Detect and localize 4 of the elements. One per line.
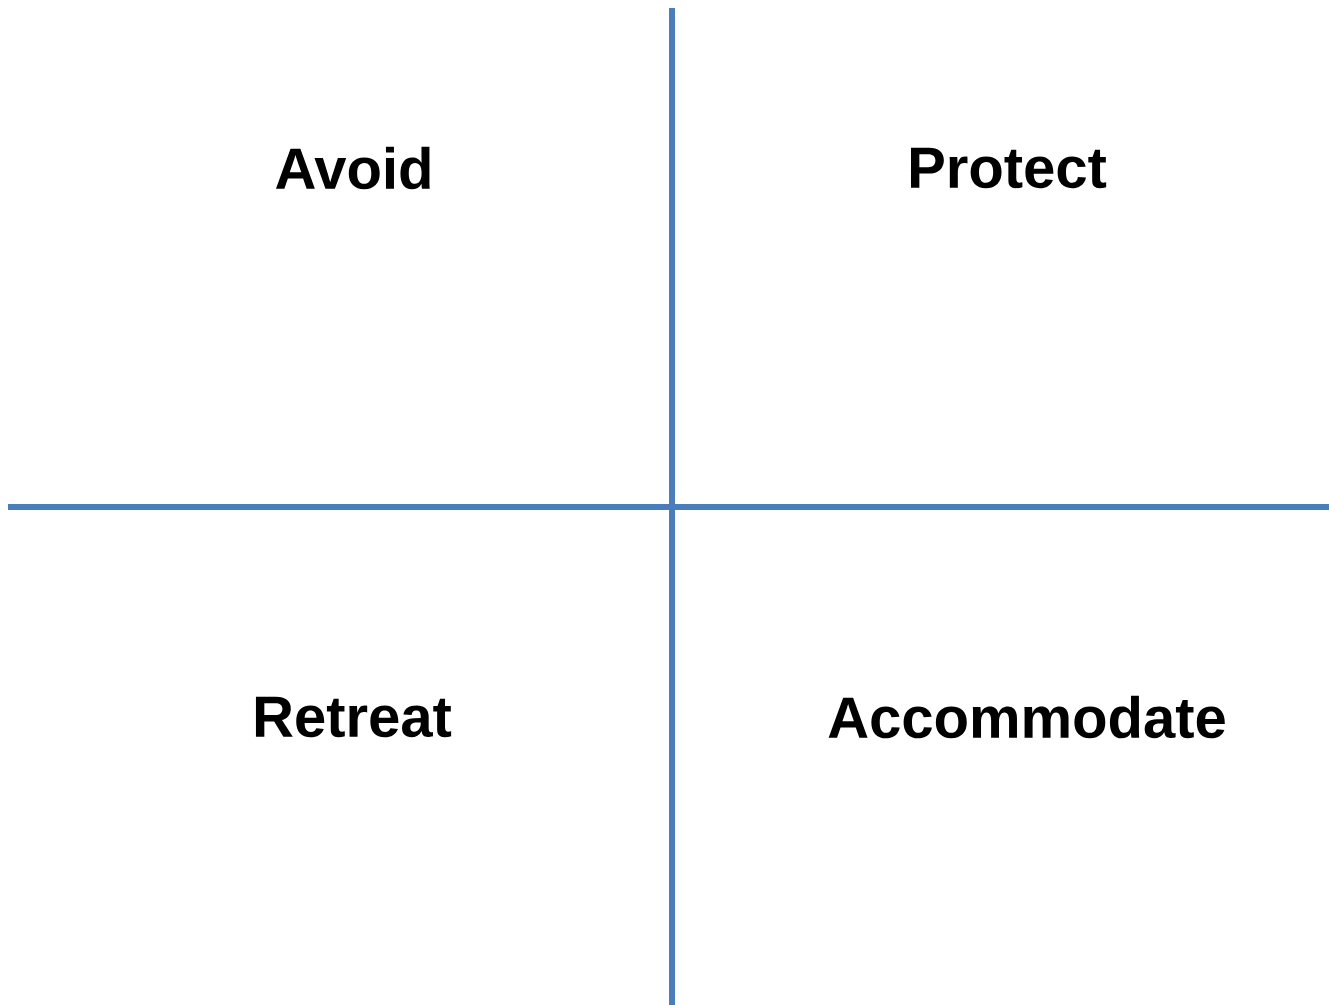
quadrant-label: Protect: [911, 147, 1107, 189]
quadrant-label: Avoid: [275, 146, 430, 190]
quadrant-label: Accommodate: [828, 695, 1225, 739]
quadrant-label: Retreat: [255, 696, 452, 738]
